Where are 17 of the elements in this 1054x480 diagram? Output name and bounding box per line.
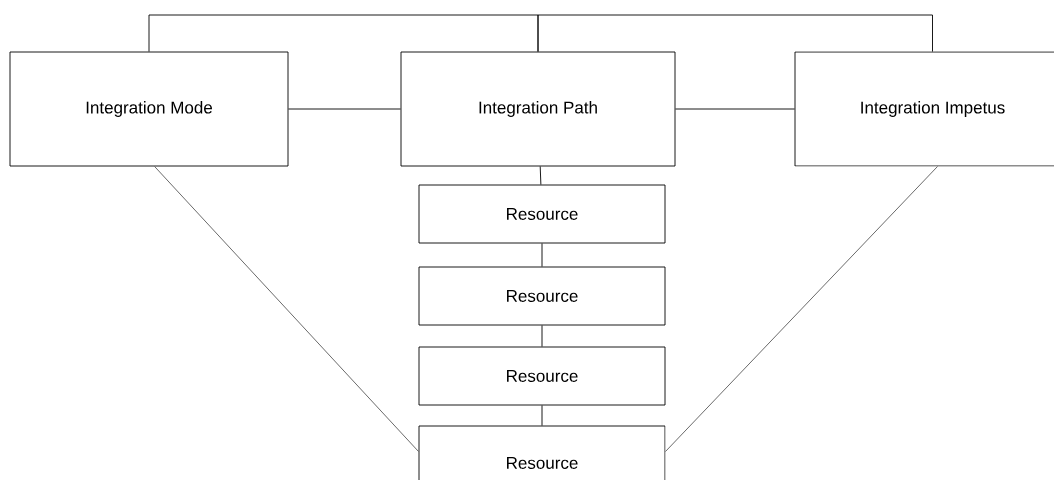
concept-box: Integration Impetus — [794, 51, 1054, 167]
connector-line — [541, 325, 543, 347]
connector-line — [537, 14, 933, 52]
connector-line — [665, 166, 938, 452]
connector-line — [154, 166, 419, 452]
connector-line — [675, 108, 795, 110]
concept-box: Integration Mode — [9, 51, 289, 167]
resource-box: Resource — [418, 266, 666, 326]
connector-line — [288, 108, 401, 110]
concept-box: Integration Path — [400, 51, 676, 167]
connector-line — [148, 14, 539, 52]
resource-box: Resource — [418, 346, 666, 406]
connector-line — [541, 405, 543, 426]
connector-line — [539, 166, 542, 185]
resource-box: Resource — [418, 184, 666, 244]
connector-line — [541, 243, 543, 267]
resource-box: Resource — [418, 425, 666, 480]
